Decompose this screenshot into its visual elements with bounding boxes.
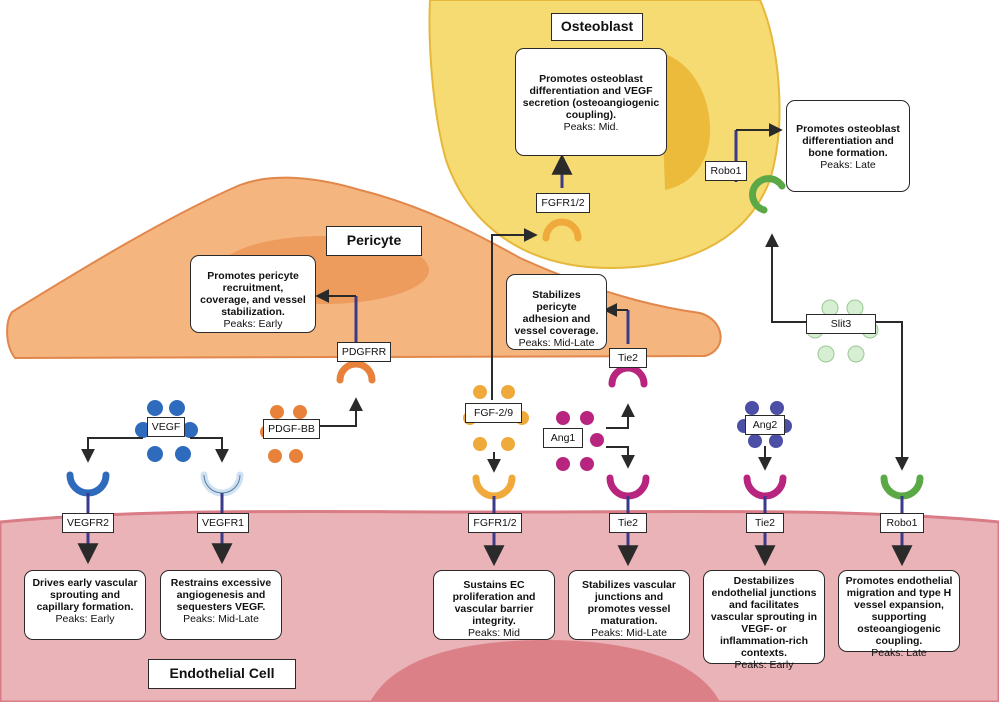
fgfr12-peak: Peaks: Mid: [468, 627, 520, 639]
pericyte-tie2-effect-box: Stabilizes pericyte adhesion and vessel …: [506, 274, 607, 350]
osteoblast-title: Osteoblast: [551, 13, 643, 41]
tie2-ang2-effect-text: Destabilizes endothelial junctions and f…: [710, 575, 818, 659]
fgfr12-bottom-label: FGFR1/2: [468, 513, 522, 533]
tie2-ang1-peak: Peaks: Mid-Late: [591, 627, 667, 639]
endothelial-nucleus: [370, 640, 720, 702]
vegfr2-peak: Peaks: Early: [55, 613, 115, 625]
pdgfrr-receptor: [336, 360, 376, 384]
vegfr1-label: VEGFR1: [197, 513, 249, 533]
osteoblast-robo-peak: Peaks: Late: [820, 159, 876, 171]
robo1-top-label: Robo1: [705, 161, 747, 181]
robo1-peak: Peaks: Late: [871, 647, 927, 659]
tie2-pericyte-receptor: [608, 364, 648, 388]
tie2-ang2-label: Tie2: [746, 513, 784, 533]
vegfr1-receptor: [200, 471, 244, 497]
tie2-ang1-label: Tie2: [609, 513, 647, 533]
vegfr2-label: VEGFR2: [62, 513, 114, 533]
pericyte-pdgf-peak: Peaks: Early: [223, 318, 283, 330]
arrow-ang1-tie2-up: [606, 403, 635, 429]
robo1-effect-text: Promotes endothelial migration and type …: [845, 575, 953, 647]
robo1-effect-box: Promotes endothelial migration and type …: [838, 570, 960, 659]
pericyte-pdgf-effect-text: Promotes pericyte recruitment, coverage,…: [200, 270, 306, 318]
arrow-ang1-tie2-down: [606, 446, 635, 469]
vegfr2-effect-text: Drives early vascular sprouting and capi…: [32, 577, 138, 613]
vegfr1-effect-box: Restrains excessive angiogenesis and seq…: [160, 570, 282, 640]
vegfr1-effect-text: Restrains excessive angiogenesis and seq…: [170, 577, 272, 613]
fgfr12-top-label: FGFR1/2: [536, 193, 590, 213]
osteoblast-fgf-effect-box: Promotes osteoblast differentiation and …: [515, 48, 667, 156]
tie2-ang1-effect-box: Stabilizes vascular junctions and promot…: [568, 570, 690, 640]
pdgfrr-label: PDGFRR: [337, 342, 391, 362]
pericyte-tie2-effect-text: Stabilizes pericyte adhesion and vessel …: [514, 289, 599, 337]
slit3-label: Slit3: [806, 314, 876, 334]
arrow-slit3-robo1-top: [765, 233, 806, 323]
osteoblast-robo-effect-box: Promotes osteoblast differentiation and …: [786, 100, 910, 192]
fgf29-label: FGF-2/9: [465, 403, 522, 423]
ang1-label: Ang1: [543, 428, 583, 448]
fgfr12-receptor-bottom: [472, 474, 516, 500]
arrow-fgf-fgfr-top: [491, 228, 538, 400]
vegfr1-peak: Peaks: Mid-Late: [183, 613, 259, 625]
tie2-pericyte-label: Tie2: [609, 348, 647, 368]
endothelial-title: Endothelial Cell: [148, 659, 296, 689]
pdgfbb-label: PDGF-BB: [263, 419, 320, 439]
arrow-pdgf-pdgfrr: [318, 397, 363, 427]
tie2-ang1-receptor: [606, 474, 650, 500]
robo1-bottom-label: Robo1: [880, 513, 924, 533]
osteoblast-fgf-peak: Peaks: Mid.: [563, 121, 619, 133]
arrow-vegf-vegfr2: [81, 437, 143, 463]
ang2-label: Ang2: [745, 415, 785, 435]
tie2-ang2-peak: Peaks: Early: [734, 659, 794, 671]
tie2-ang2-receptor: [743, 474, 787, 500]
vegfr2-effect-box: Drives early vascular sprouting and capi…: [24, 570, 146, 640]
tie2-ang1-effect-text: Stabilizes vascular junctions and promot…: [582, 579, 676, 627]
pericyte-title: Pericyte: [326, 226, 422, 256]
robo1-receptor-top: [749, 175, 786, 214]
pericyte-pdgf-effect-box: Promotes pericyte recruitment, coverage,…: [190, 255, 316, 333]
fgfr12-effect-text: Sustains EC proliferation and vascular b…: [452, 579, 536, 627]
osteoblast-fgf-effect-text: Promotes osteoblast differentiation and …: [522, 73, 660, 121]
osteoblast-robo-effect-text: Promotes osteoblast differentiation and …: [796, 123, 900, 159]
vegf-label: VEGF: [147, 417, 185, 437]
tie2-ang2-effect-box: Destabilizes endothelial junctions and f…: [703, 570, 825, 671]
arrow-slit3-robo1-bottom: [876, 321, 909, 471]
fgfr12-effect-box: Sustains EC proliferation and vascular b…: [433, 570, 555, 640]
fgfr12-receptor-top: [542, 218, 582, 242]
pericyte-tie2-peak: Peaks: Mid-Late: [518, 337, 595, 349]
arrow-vegf-vegfr1: [190, 437, 229, 463]
vegfr2-receptor: [66, 471, 110, 497]
robo1-receptor-bottom: [880, 474, 924, 500]
